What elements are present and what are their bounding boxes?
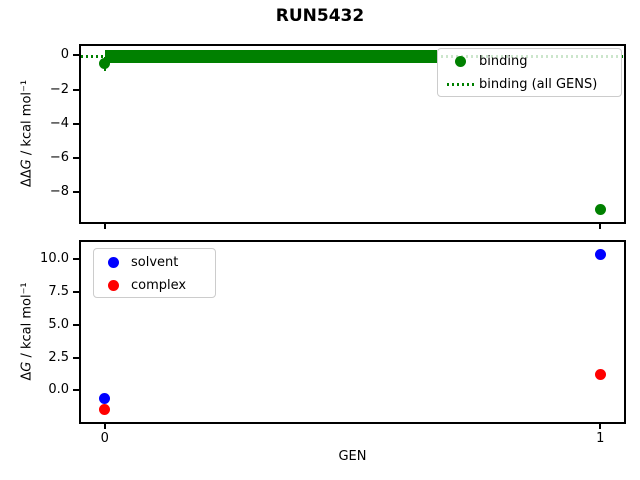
ylabel-bot-prefix: Δ bbox=[19, 371, 35, 381]
y-tick-label: −6 bbox=[49, 149, 69, 165]
x-tick bbox=[599, 224, 602, 229]
top-plot-area bbox=[79, 44, 626, 224]
y-tick-label: −4 bbox=[49, 115, 69, 131]
legend-row-complex: complex bbox=[94, 274, 215, 297]
data-point-solvent bbox=[99, 393, 111, 405]
y-tick-label: 5.0 bbox=[48, 316, 69, 332]
y-tick-label: −8 bbox=[49, 184, 69, 200]
complex-marker-icon bbox=[108, 280, 119, 291]
y-tick bbox=[73, 291, 79, 294]
y-tick-label: 0.0 bbox=[48, 382, 69, 398]
legend-label-solvent: solvent bbox=[131, 255, 179, 270]
y-tick-label: 0 bbox=[60, 47, 69, 63]
y-tick bbox=[73, 54, 79, 57]
legend-label-complex: complex bbox=[131, 278, 187, 293]
legend-label-binding-all-gens: binding (all GENS) bbox=[479, 77, 598, 92]
legend-label-binding: binding bbox=[479, 54, 528, 69]
y-tick bbox=[73, 88, 79, 91]
data-point-complex bbox=[594, 369, 606, 381]
series-band-binding bbox=[104, 50, 437, 64]
x-axis-label: GEN bbox=[338, 449, 367, 464]
y-tick bbox=[73, 258, 79, 261]
y-tick bbox=[73, 156, 79, 159]
binding-marker-icon bbox=[455, 56, 466, 67]
y-tick-label: 2.5 bbox=[48, 349, 69, 365]
legend-row-binding-all-gens: binding (all GENS) bbox=[438, 73, 621, 96]
y-tick bbox=[73, 356, 79, 359]
bottom-plot-legend: solvent complex bbox=[93, 248, 216, 298]
data-point-binding bbox=[99, 58, 111, 70]
dotted-line-icon bbox=[447, 83, 475, 86]
data-point-binding bbox=[594, 203, 606, 215]
y-tick-label: −2 bbox=[49, 81, 69, 97]
y-tick bbox=[73, 122, 79, 125]
legend-row-binding: binding bbox=[438, 50, 621, 73]
x-tick bbox=[599, 424, 602, 429]
y-tick bbox=[73, 389, 79, 392]
y-tick bbox=[73, 323, 79, 326]
x-tick-label: 0 bbox=[100, 431, 109, 446]
y-tick-label: 7.5 bbox=[48, 284, 69, 300]
x-tick-label: 1 bbox=[596, 431, 605, 446]
bottom-plot-area bbox=[79, 240, 626, 424]
x-tick bbox=[103, 424, 106, 429]
y-tick bbox=[73, 191, 79, 194]
data-point-solvent bbox=[594, 248, 606, 260]
data-point-complex bbox=[99, 404, 111, 416]
top-plot-legend: binding binding (all GENS) bbox=[437, 48, 622, 97]
solvent-marker-icon bbox=[108, 257, 119, 268]
x-tick bbox=[103, 224, 106, 229]
y-tick-label: 10.0 bbox=[40, 251, 69, 267]
legend-row-solvent: solvent bbox=[94, 251, 215, 274]
figure-title: RUN5432 bbox=[275, 6, 365, 26]
